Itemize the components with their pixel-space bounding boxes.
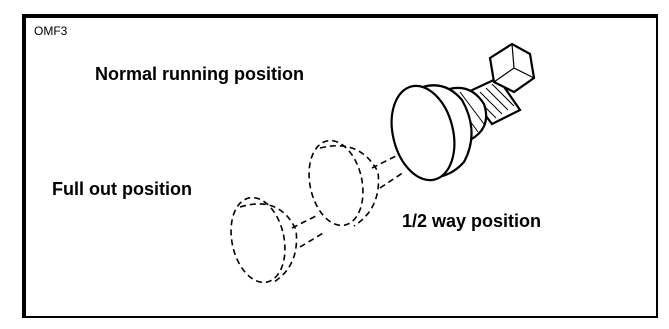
knob-normal-solid	[390, 42, 536, 182]
knob-half-way-ghost	[308, 139, 405, 227]
label-half-way-position: 1/2 way position	[402, 211, 542, 231]
figure-code: OMF3	[34, 24, 68, 38]
figure-frame	[22, 14, 658, 318]
label-full-out-position: Full out position	[52, 179, 192, 199]
knob-full-out-ghost	[230, 196, 326, 284]
label-normal-running-position: Normal running position	[95, 64, 304, 84]
